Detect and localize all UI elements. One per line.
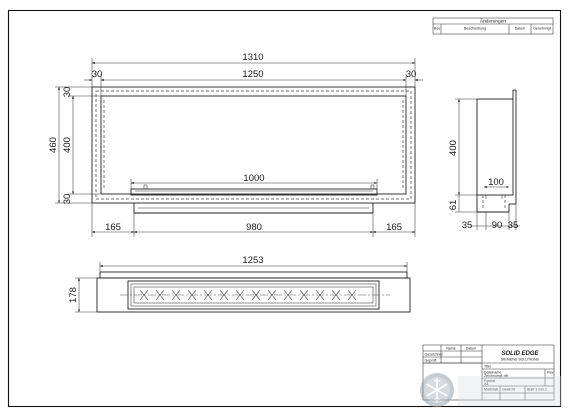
sheet-frame: [7, 9, 562, 408]
revision-col-date: Datum: [515, 27, 526, 31]
revision-col-approved: Genehmigt: [533, 27, 551, 31]
title-label: Titel: [484, 365, 491, 369]
top-view: 1253 178: [68, 255, 411, 313]
dim-side-left: 35: [462, 220, 473, 231]
dim-side-width: 100: [488, 177, 504, 188]
title-block-row-checked: Geprüft: [425, 359, 437, 363]
side-view: 400 61 100 35 90 35: [448, 89, 520, 231]
dim-base-width: 980: [246, 222, 262, 233]
dim-side-height: 400: [448, 140, 459, 156]
dim-top-length: 1253: [242, 255, 263, 266]
file-label: Dateiname: [484, 371, 501, 375]
dim-left-margin: 30: [92, 69, 103, 80]
sheet-label: Blatt 1 von 1: [527, 388, 547, 392]
title-block-col-date: Datum: [466, 347, 477, 351]
file-value: Zeichnung1.dft: [484, 374, 508, 378]
size-value: A3: [484, 382, 488, 386]
dim-right-margin: 30: [406, 69, 417, 80]
dim-right-offset: 165: [386, 222, 402, 233]
solid-edge-logo-text: SOLID EDGE: [501, 351, 539, 357]
revision-table: Änderungen Rev Beschreibung Datum Genehm…: [432, 18, 554, 35]
revision-table-title: Änderungen: [480, 18, 506, 25]
rev-label: Rev: [547, 371, 554, 375]
dim-total-height: 460: [48, 137, 59, 153]
title-block-col-name: Name: [446, 347, 456, 351]
front-view: 1310 1250 30 30 460 400 30 30 1000: [48, 52, 423, 237]
revision-col-rev: Rev: [434, 27, 441, 31]
weight-label: Gewicht: [502, 388, 515, 392]
title-block: Name Datum Gezeichnet Geprüft SOLID EDGE…: [422, 344, 555, 401]
siemens-solutions-text: SIEMENS SOLUTIONS: [501, 358, 540, 362]
dim-overall-width: 1310: [242, 52, 263, 63]
dim-burner-length: 1000: [243, 173, 264, 184]
dim-top-depth: 178: [68, 287, 79, 303]
burner-pattern: [139, 289, 357, 301]
dim-bottom-margin: 30: [62, 194, 73, 205]
revision-col-description: Beschreibung: [464, 27, 486, 31]
scale-label: Maßstab: [484, 388, 498, 392]
dim-inner-height: 400: [62, 137, 73, 153]
dim-side-middle: 90: [492, 220, 503, 231]
dim-left-offset: 165: [105, 222, 121, 233]
snowflake-logo-icon: [420, 373, 454, 407]
watermark-block: [458, 376, 562, 406]
dim-top-margin: 30: [62, 87, 73, 98]
title-block-row-drawn: Gezeichnet: [425, 353, 443, 357]
dim-side-right: 35: [508, 220, 519, 231]
size-label: Format: [484, 379, 495, 383]
dim-side-step: 61: [448, 200, 459, 211]
dim-inner-width: 1250: [242, 69, 263, 80]
